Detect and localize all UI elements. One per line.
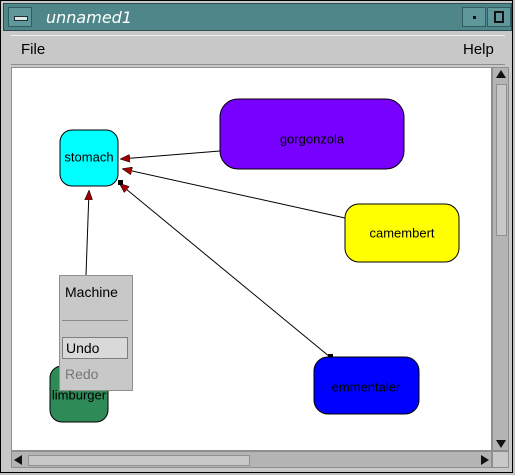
graph-svg: stomach gorgonzola camembert emmentaler limb… [49, 98, 460, 423]
maximize-button[interactable] [487, 7, 511, 27]
node-emmentaler[interactable]: emmentaler [313, 356, 420, 415]
context-menu: Machine Undo Redo [59, 275, 133, 391]
graph-canvas[interactable]: stomach gorgonzola camembert emmentaler limb… [11, 67, 492, 451]
window-menu-button[interactable] [8, 7, 32, 27]
vertical-scrollbar[interactable] [492, 67, 509, 451]
scroll-corner [492, 451, 509, 468]
scroll-right-icon[interactable] [481, 455, 489, 465]
context-menu-title: Machine [65, 284, 118, 300]
edge-emmentaler-to-stomach [120, 184, 331, 358]
node-shape-camembert[interactable] [344, 203, 460, 263]
scroll-left-icon[interactable] [14, 455, 22, 465]
menu-file[interactable]: File [21, 41, 46, 58]
menu-separator [62, 320, 128, 321]
menu-bar: File Help [11, 35, 505, 65]
node-label-stomach: stomach [64, 149, 113, 164]
redo-label: Redo [65, 366, 99, 382]
node-label-limburger: limburger [52, 387, 107, 402]
scroll-down-icon[interactable] [496, 440, 506, 448]
node-label-gorgonzola: gorgonzola [280, 131, 345, 146]
window-menu-icon [14, 16, 28, 21]
undo-label: Undo [66, 340, 100, 356]
minimize-icon [473, 16, 476, 19]
maximize-icon [494, 11, 504, 23]
node-label-emmentaler: emmentaler [332, 379, 401, 394]
horizontal-scroll-thumb[interactable] [28, 455, 250, 466]
node-shape-emmentaler[interactable] [313, 356, 420, 415]
node-shape-stomach[interactable] [59, 129, 119, 187]
node-stomach[interactable]: stomach [59, 129, 119, 187]
minimize-button[interactable] [462, 7, 486, 27]
edge-camembert-to-stomach [123, 169, 346, 219]
node-gorgonzola[interactable]: gorgonzola [219, 98, 405, 170]
window-title: unnamed1 [46, 8, 132, 27]
edge-gorgonzola-to-stomach [121, 150, 221, 159]
scroll-up-icon[interactable] [496, 70, 506, 78]
title-bar[interactable]: unnamed1 [3, 3, 512, 31]
menu-help[interactable]: Help [463, 41, 494, 58]
undo-menu-item[interactable]: Undo [62, 337, 128, 359]
redo-menu-item: Redo [62, 364, 128, 384]
edge-limburger-to-stomach [86, 191, 89, 276]
horizontal-scrollbar[interactable] [11, 451, 492, 468]
vertical-scroll-thumb[interactable] [496, 84, 507, 236]
node-label-camembert: camembert [369, 225, 434, 240]
node-shape-gorgonzola[interactable] [219, 98, 405, 170]
edge-handle[interactable] [118, 180, 123, 185]
node-camembert[interactable]: camembert [344, 203, 460, 263]
